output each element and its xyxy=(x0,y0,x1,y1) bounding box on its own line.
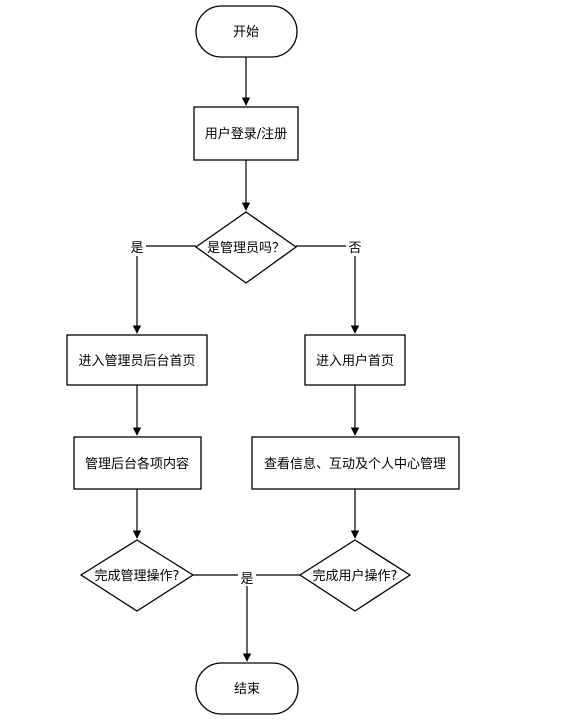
user-done-label: 完成用户操作? xyxy=(313,568,398,584)
edge-label-bg xyxy=(128,238,146,256)
admin-done-label: 完成管理操作? xyxy=(95,568,180,584)
edge-label-bg xyxy=(238,570,256,586)
admin-manage-box: 管理后台各项内容 xyxy=(73,436,202,490)
user-manage-box: 查看信息、互动及个人中心管理 xyxy=(251,436,460,490)
edge-label-bg xyxy=(346,238,364,256)
edge-decision-admin xyxy=(132,245,196,334)
end-terminator: 结束 xyxy=(195,662,299,715)
is-admin-label: 是管理员吗？ xyxy=(207,241,285,256)
edge-label-yes-bottom: 是 xyxy=(240,572,253,587)
user-home-box: 进入用户首页 xyxy=(304,334,406,386)
login-process-box: 用户登录/注册 xyxy=(193,106,299,161)
edge-label-no-right: 否 xyxy=(348,241,361,256)
end-label: 结束 xyxy=(234,682,260,697)
start-label: 开始 xyxy=(233,25,259,40)
admin-done-decision: 完成管理操作? xyxy=(79,539,195,612)
start-terminator: 开始 xyxy=(195,5,298,58)
edge-decision-user xyxy=(296,245,360,334)
admin-home-box: 进入管理员后台首页 xyxy=(66,334,208,386)
is-admin-decision: 是管理员吗？ xyxy=(194,211,298,284)
user-home-label: 进入用户首页 xyxy=(316,353,394,369)
user-done-decision: 完成用户操作? xyxy=(298,539,412,612)
login-label: 用户登录/注册 xyxy=(205,126,287,142)
edge-label-yes-left: 是 xyxy=(130,241,143,256)
user-manage-label: 查看信息、互动及个人中心管理 xyxy=(264,456,446,472)
admin-home-label: 进入管理员后台首页 xyxy=(78,354,195,369)
admin-manage-label: 管理后台各项内容 xyxy=(85,456,189,472)
